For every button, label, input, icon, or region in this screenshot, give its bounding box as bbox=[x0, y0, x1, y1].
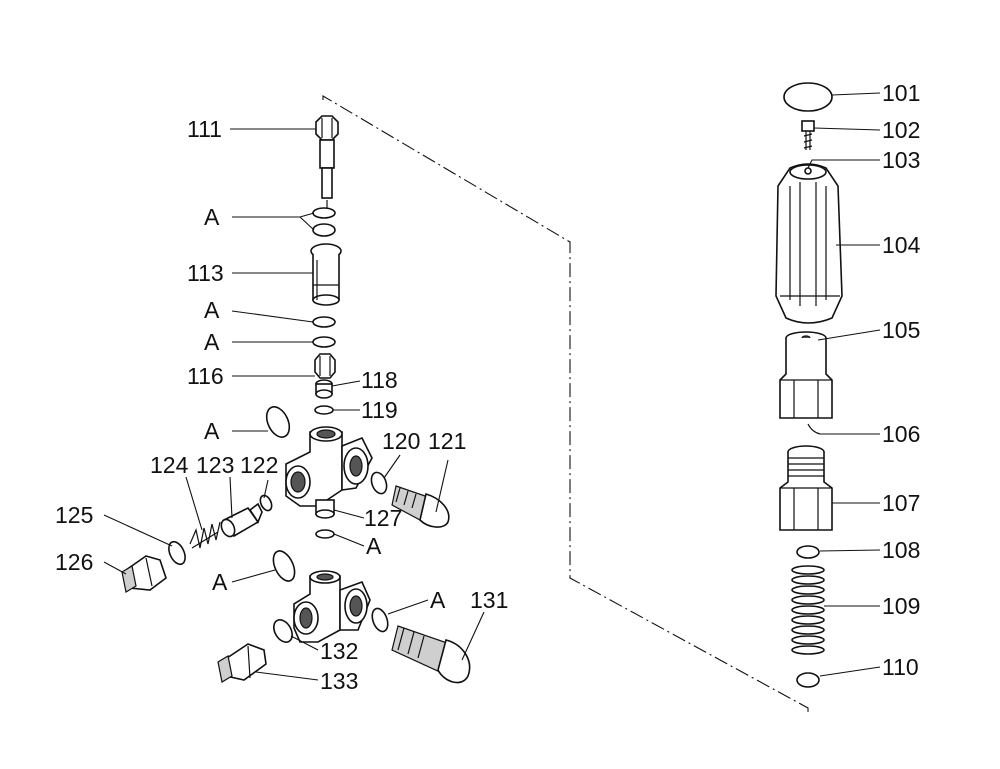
leader-lines bbox=[103, 92, 881, 681]
part-101-cap bbox=[783, 82, 833, 112]
label-123: 123 bbox=[196, 452, 234, 478]
label-103: 103 bbox=[882, 147, 920, 173]
part-121-banjo-bolt bbox=[391, 485, 450, 528]
part-106-pin bbox=[807, 423, 821, 435]
o-ring-a-5 bbox=[315, 529, 335, 539]
o-ring-a-6 bbox=[272, 550, 296, 582]
part-119-o-ring bbox=[314, 405, 334, 415]
label-113: 113 bbox=[187, 260, 224, 286]
part-102-screw bbox=[801, 120, 815, 150]
label-132: 132 bbox=[320, 638, 358, 664]
label-102: 102 bbox=[882, 117, 920, 143]
label-116: 116 bbox=[187, 363, 224, 389]
label-120: 120 bbox=[382, 428, 420, 454]
assembly-centerline bbox=[322, 95, 809, 712]
label-126: 126 bbox=[55, 549, 93, 575]
part-107-housing bbox=[779, 445, 833, 531]
part-131-banjo-bolt bbox=[391, 625, 471, 684]
label-a: A bbox=[204, 204, 220, 230]
part-104-handle bbox=[775, 163, 843, 324]
part-118-spring-seat bbox=[315, 379, 333, 399]
label-107: 107 bbox=[882, 490, 920, 516]
label-119: 119 bbox=[361, 397, 398, 423]
label-127: 127 bbox=[364, 505, 402, 531]
part-127-stub bbox=[315, 499, 335, 519]
part-111-bolt bbox=[315, 115, 339, 208]
label-a: A bbox=[430, 587, 446, 613]
label-a: A bbox=[204, 329, 220, 355]
part-124-spring bbox=[189, 521, 221, 549]
label-a: A bbox=[204, 297, 220, 323]
part-108-washer bbox=[796, 545, 820, 559]
label-a: A bbox=[212, 569, 228, 595]
part-116-nut bbox=[314, 353, 336, 379]
label-124: 124 bbox=[150, 452, 189, 478]
label-133: 133 bbox=[320, 668, 358, 694]
label-108: 108 bbox=[882, 537, 920, 563]
label-106: 106 bbox=[882, 421, 920, 447]
label-110: 110 bbox=[882, 654, 919, 680]
label-118: 118 bbox=[361, 367, 398, 393]
label-121: 121 bbox=[428, 428, 466, 454]
label-105: 105 bbox=[882, 317, 920, 343]
label-109: 109 bbox=[882, 593, 920, 619]
label-a: A bbox=[366, 533, 382, 559]
valve-body-upper bbox=[285, 426, 373, 507]
part-105-adapter bbox=[779, 331, 833, 419]
o-ring-a-7 bbox=[371, 607, 389, 633]
label-131: 131 bbox=[470, 587, 508, 613]
part-122-o-ring bbox=[259, 494, 273, 512]
part-labels: 111 A 113 A A 116 118 119 A 120 121 124 … bbox=[55, 80, 921, 694]
o-ring-a-pair-1 bbox=[312, 207, 336, 237]
part-126-fitting bbox=[121, 555, 167, 593]
part-133-fitting bbox=[217, 643, 267, 683]
label-111: 111 bbox=[187, 116, 222, 142]
part-125-o-ring bbox=[168, 540, 186, 566]
part-110-seat bbox=[796, 672, 820, 688]
part-132-o-ring bbox=[273, 619, 293, 643]
valve-body-lower bbox=[293, 570, 371, 643]
part-120-o-ring bbox=[370, 471, 388, 495]
part-103-center bbox=[804, 167, 812, 175]
label-101: 101 bbox=[882, 80, 920, 106]
o-ring-a-4 bbox=[265, 406, 291, 438]
label-a: A bbox=[204, 418, 220, 444]
part-109-spring bbox=[791, 565, 825, 655]
o-ring-a-3 bbox=[312, 336, 336, 348]
label-104: 104 bbox=[882, 232, 921, 258]
part-113-sleeve bbox=[310, 243, 342, 306]
label-122: 122 bbox=[240, 452, 278, 478]
label-125: 125 bbox=[55, 502, 93, 528]
o-ring-a-2 bbox=[312, 316, 336, 328]
part-123-poppet bbox=[220, 502, 263, 538]
